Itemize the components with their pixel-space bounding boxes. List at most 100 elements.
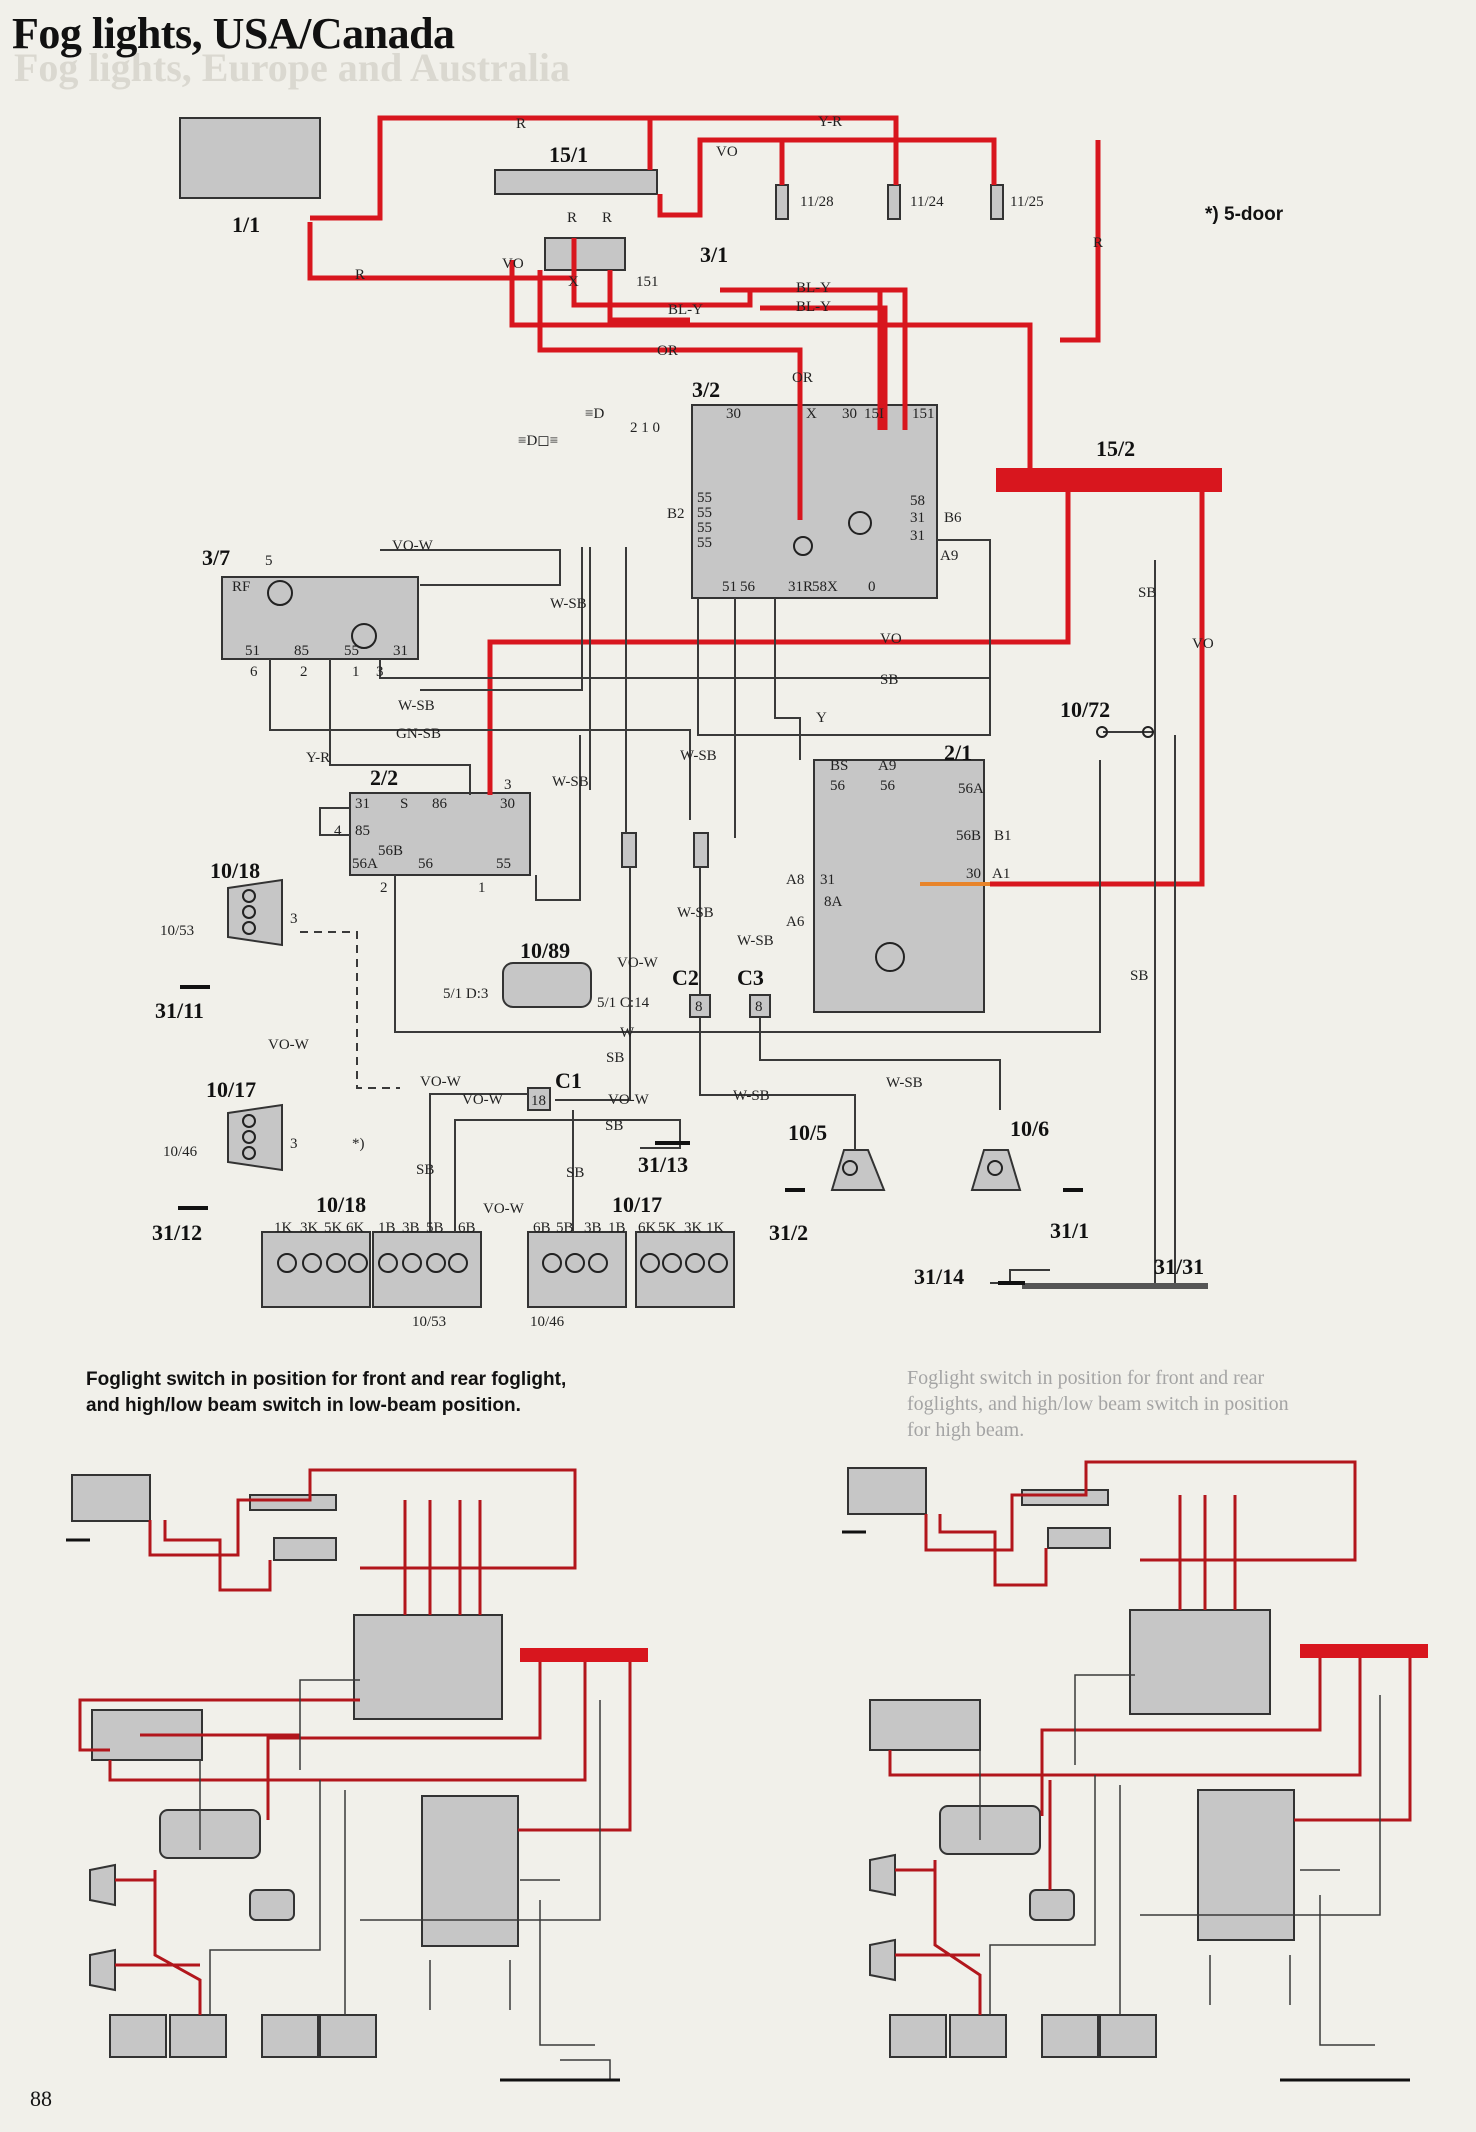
wire-label-s210: 2 1 0: [630, 420, 660, 436]
dashed-option-wires: [300, 931, 400, 1089]
wire-label-trf: RF: [232, 579, 250, 595]
wire-label-or2: OR: [792, 370, 813, 386]
fog-lamp-10-6: [970, 1149, 1022, 1191]
wire-label-u30: 30: [966, 866, 981, 882]
wire-label-p51c14: 5/1 C:14: [597, 995, 650, 1011]
page-title: Fog lights, USA/Canada: [12, 9, 455, 58]
wire-label-m1b: 1B: [608, 1220, 626, 1236]
label-15-1: 15/1: [549, 142, 588, 167]
wire-label-s51: 51: [722, 579, 737, 595]
wire-label-u56: 56: [830, 778, 846, 794]
wire-label-l3k: 3K: [300, 1220, 319, 1236]
wire-label-r5: R: [1093, 235, 1103, 251]
wire-label-sb7: SB: [566, 1165, 584, 1181]
wire-label-m6b: 6B: [533, 1220, 551, 1236]
wire-label-r3: R: [567, 210, 577, 226]
wire-labels: R R R R R Y-R VO VO VO VO BL-Y BL-Y BL-Y…: [232, 114, 1214, 1236]
wire-label-s0: 0: [868, 579, 876, 595]
wire-label-or: OR: [657, 343, 678, 359]
wire-label-vow4: VO-W: [420, 1074, 462, 1090]
wire-label-vo4: VO: [1192, 636, 1214, 652]
mini-diagram-low-beam: [66, 1468, 648, 2082]
label-star: *): [352, 1136, 365, 1152]
wire-label-vo: VO: [716, 144, 738, 160]
wire-label-bly: BL-Y: [668, 302, 703, 318]
wire-label-r4: 4: [334, 823, 342, 839]
label-10-46-front: 10/46: [530, 1314, 565, 1330]
wire-label-m5b: 5B: [556, 1220, 574, 1236]
wire-label-r56b: 56B: [378, 843, 403, 859]
wire-label-k3b: 3: [290, 1136, 298, 1152]
wire-label-u56a: 56A: [958, 781, 984, 797]
wire-label-t55: 55: [344, 643, 359, 659]
wire-label-l6b: 6B: [458, 1220, 476, 1236]
fog-lamp-10-5: [830, 1149, 886, 1191]
label-3-2: 3/2: [692, 377, 720, 402]
wire-label-ua6: A6: [786, 914, 805, 930]
label-C1: C1: [555, 1068, 582, 1093]
wire-label-u31: 31: [820, 872, 835, 888]
wire-label-r85: 85: [355, 823, 370, 839]
relay-2-2-box: [349, 792, 531, 876]
wire-label-k3a: 3: [290, 911, 298, 927]
wire-label-sa9: A9: [940, 548, 958, 564]
wire-label-r55: 55: [496, 856, 511, 872]
wire-label-wsb2: W-SB: [398, 698, 435, 714]
label-2-2: 2/2: [370, 765, 398, 790]
label-10-18-front: 10/18: [316, 1192, 366, 1217]
wire-label-sb: SB: [880, 672, 898, 688]
lamp-symbols: [242, 511, 1154, 1273]
caption-low-beam: Foglight switch in position for front an…: [86, 1369, 567, 1416]
wire-label-s31r: 31R: [788, 579, 813, 595]
switch-3-2-box: [691, 404, 938, 599]
wire-label-r4: R: [602, 210, 612, 226]
wire-label-s31a: 31: [910, 510, 925, 526]
lamp-cluster-10-18-front: [261, 1231, 371, 1308]
wire-label-sx: X: [806, 406, 817, 422]
label-11-25: 11/25: [1010, 194, 1044, 210]
wire-label-s30: 30: [726, 406, 741, 422]
wire-label-ua1: A1: [992, 866, 1010, 882]
wire-label-u56b: 56B: [956, 828, 981, 844]
wire-label-vow7: VO-W: [483, 1201, 525, 1217]
label-15-2: 15/2: [1096, 436, 1135, 461]
dead-wires: [269, 539, 1176, 1284]
label-3-7: 3/7: [202, 545, 230, 570]
fuse-11-8: [693, 832, 709, 868]
wire-label-sb6: SB: [416, 1162, 434, 1178]
ignition-1-1-box: [179, 117, 321, 199]
wire-label-rs: S: [400, 796, 408, 812]
caption-high-beam: Foglight switch in position for front an…: [907, 1367, 1289, 1441]
label-10-6: 10/6: [1010, 1116, 1049, 1141]
wire-label-t5: 5: [265, 553, 273, 569]
wire-label-l6k: 6K: [346, 1220, 365, 1236]
wire-label-sb2: SB: [1138, 585, 1156, 601]
wire-label-u8a: 8A: [824, 894, 843, 910]
wire-label-l1b: 1B: [378, 1220, 396, 1236]
wire-label-y: Y: [816, 710, 827, 726]
wire-label-vo2: VO: [502, 256, 524, 272]
wire-label-vow6: VO-W: [608, 1092, 650, 1108]
wire-label-ubs: BS: [830, 758, 848, 774]
wire-label-s151: 151: [912, 406, 935, 422]
wire-label-ub1: B1: [994, 828, 1012, 844]
wire-label-t1: 1: [352, 664, 360, 680]
wire-label-vow2: VO-W: [617, 955, 659, 971]
wire-label-sb5: SB: [605, 1118, 623, 1134]
wire-label-r30: 30: [500, 796, 515, 812]
label-C2: C2: [672, 965, 699, 990]
component-shapes: [179, 117, 1022, 1308]
wire-label-wsb5: W-SB: [677, 905, 714, 921]
fuse-11-28: [775, 184, 789, 220]
wire-label-gnsb: GN-SB: [396, 726, 441, 742]
fuse-11-24: [887, 184, 901, 220]
relay-15-1-bar: [494, 169, 658, 195]
five-door-note: *) 5-door: [1205, 204, 1284, 225]
ground-31-31: [1022, 1283, 1208, 1289]
wire-label-sb2: B2: [667, 506, 685, 522]
wire-label-bly3: BL-Y: [796, 299, 831, 315]
wire-label-l5k: 5K: [324, 1220, 343, 1236]
wire-label-ua9: A9: [878, 758, 896, 774]
wire-label-r56a: 56A: [352, 856, 378, 872]
label-10-53-rear: 10/53: [160, 923, 194, 939]
